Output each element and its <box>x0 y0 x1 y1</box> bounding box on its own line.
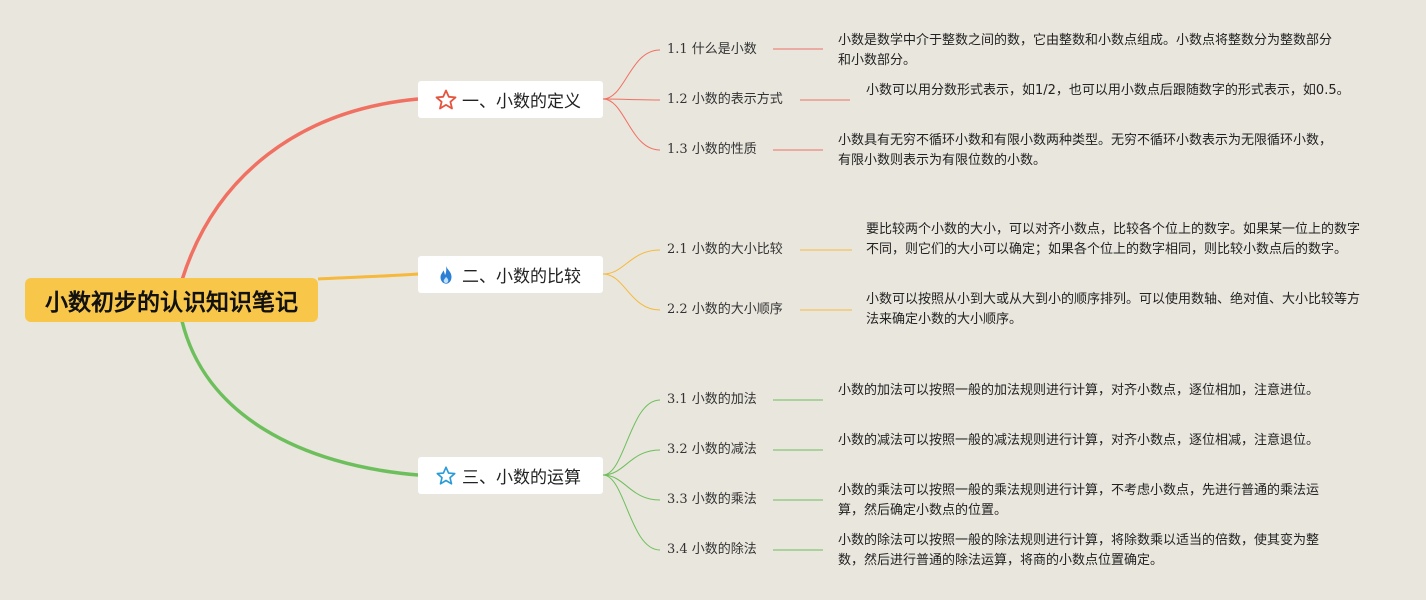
link-b2-s2 <box>602 273 661 311</box>
note-1-3: 小数具有无穷不循环小数和有限小数两种类型。无穷不循环小数表示为无限循环小数，有限… <box>838 133 1333 168</box>
note-1-2: 小数可以用分数形式表示，如1/2，也可以用小数点后跟随数字的形式表示，如0.5。 <box>866 83 1350 98</box>
star-outline-red-icon <box>434 88 458 112</box>
subtopic-3-3[interactable]: 3.3 小数的乘法 <box>667 492 757 507</box>
link-b1-s2 <box>602 98 661 101</box>
note-3-1: 小数的加法可以按照一般的加法规则进行计算，对齐小数点，逐位相加，注意进位。 <box>838 383 1320 398</box>
subtopic-3-4[interactable]: 3.4 小数的除法 <box>667 542 757 557</box>
link-root-b1 <box>180 97 419 281</box>
link-b1-s3 <box>602 98 661 151</box>
link-root-b3 <box>180 320 419 477</box>
subtopic-3-1[interactable]: 3.1 小数的加法 <box>667 392 757 407</box>
link-b2-s1 <box>602 249 661 275</box>
subtopic-1-1[interactable]: 1.1 什么是小数 <box>667 42 757 57</box>
root-topic[interactable]: 小数初步的认识知识笔记 <box>25 278 318 322</box>
note-3-3: 小数的乘法可以按照一般的乘法规则进行计算，不考虑小数点，先进行普通的乘法运算，然… <box>838 483 1320 518</box>
star-outline-blue-icon <box>434 464 458 488</box>
branch-label: 二、小数的比较 <box>462 267 581 287</box>
link-b3-s3 <box>602 474 661 501</box>
note-2-1: 要比较两个小数的大小，可以对齐小数点，比较各个位上的数字。如果某一位上的数字不同… <box>866 222 1361 257</box>
link-b3-s4 <box>602 474 661 551</box>
subtopic-2-2[interactable]: 2.2 小数的大小顺序 <box>667 302 783 317</box>
note-2-2: 小数可以按照从小到大或从大到小的顺序排列。可以使用数轴、绝对值、大小比较等方法来… <box>866 292 1361 327</box>
branch-label: 一、小数的定义 <box>462 92 581 112</box>
branch-definition[interactable]: 一、小数的定义 <box>418 81 603 118</box>
note-3-4: 小数的除法可以按照一般的除法规则进行计算，将除数乘以适当的倍数，使其变为整数，然… <box>838 533 1320 568</box>
link-b3-s1 <box>602 399 661 476</box>
link-b3-s2 <box>602 449 661 476</box>
subtopic-2-1[interactable]: 2.1 小数的大小比较 <box>667 242 783 257</box>
subtopic-1-3[interactable]: 1.3 小数的性质 <box>667 142 757 157</box>
branch-comparison[interactable]: 二、小数的比较 <box>418 256 603 293</box>
branch-operations[interactable]: 三、小数的运算 <box>418 457 603 494</box>
subtopic-1-2[interactable]: 1.2 小数的表示方式 <box>667 92 783 107</box>
link-b1-s1 <box>602 49 661 100</box>
fire-icon <box>434 263 458 287</box>
note-1-1: 小数是数学中介于整数之间的数，它由整数和小数点组成。小数点将整数分为整数部分和小… <box>838 33 1333 68</box>
subtopic-3-2[interactable]: 3.2 小数的减法 <box>667 442 757 457</box>
root-title: 小数初步的认识知识笔记 <box>45 290 298 316</box>
link-root-b2 <box>317 272 419 281</box>
note-3-2: 小数的减法可以按照一般的减法规则进行计算，对齐小数点，逐位相减，注意退位。 <box>838 433 1320 448</box>
branch-label: 三、小数的运算 <box>462 468 581 488</box>
